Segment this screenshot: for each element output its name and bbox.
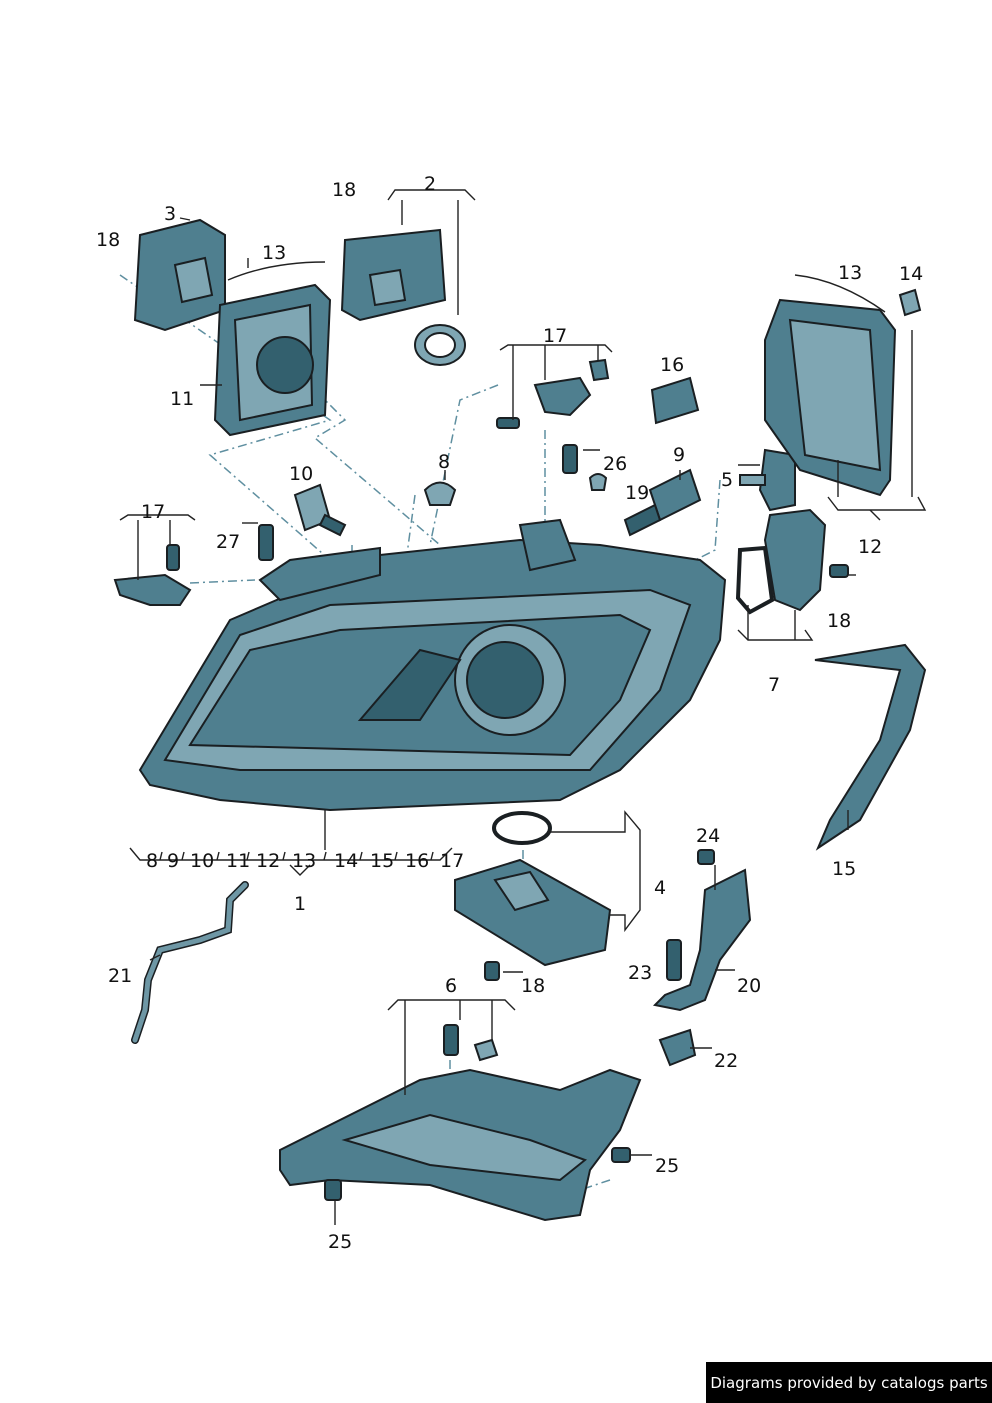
group-list-item: 8 bbox=[146, 850, 158, 872]
bolt-27 bbox=[258, 524, 274, 561]
callout-27: 27 bbox=[216, 531, 240, 553]
bulb-10 bbox=[293, 483, 347, 537]
callout-6: 6 bbox=[445, 975, 457, 997]
group-list-separators bbox=[159, 851, 434, 861]
callout-9: 9 bbox=[673, 444, 685, 466]
bulb-8 bbox=[423, 481, 457, 506]
callout-7: 7 bbox=[768, 674, 780, 696]
callout-24: 24 bbox=[696, 825, 720, 847]
gasket-7 bbox=[735, 545, 775, 615]
callout-19: 19 bbox=[625, 482, 649, 504]
leader-lines bbox=[119, 189, 927, 1225]
group-list-item: 13 bbox=[292, 850, 316, 872]
callout-12: 12 bbox=[858, 536, 882, 558]
group-list-item: 10 bbox=[190, 850, 214, 872]
callout-4: 4 bbox=[654, 877, 666, 899]
callout-26: 26 bbox=[603, 453, 627, 475]
cap-19 bbox=[588, 473, 608, 491]
callout-18-c: 18 bbox=[827, 610, 851, 632]
callout-22: 22 bbox=[714, 1050, 738, 1072]
group-list-item: 12 bbox=[256, 850, 280, 872]
headlamp-housing bbox=[138, 518, 727, 812]
bulb-5 bbox=[739, 448, 796, 512]
bolt-25-right bbox=[611, 1147, 631, 1163]
callout-23: 23 bbox=[628, 962, 652, 984]
callout-13-a: 13 bbox=[262, 242, 286, 264]
lamp-cover-12 bbox=[763, 508, 827, 612]
callout-20: 20 bbox=[737, 975, 761, 997]
callout-13-b: 13 bbox=[838, 262, 862, 284]
trim-strip-15 bbox=[814, 643, 927, 851]
frame-11 bbox=[213, 283, 332, 437]
bracket-17-left bbox=[113, 544, 192, 606]
callout-25-b: 25 bbox=[328, 1231, 352, 1253]
retaining-spring-13-right bbox=[794, 274, 886, 313]
hose-21-inner bbox=[132, 882, 248, 1043]
retaining-spring-13 bbox=[227, 261, 326, 281]
callout-25-a: 25 bbox=[655, 1155, 679, 1177]
bracket-20 bbox=[652, 868, 752, 1012]
ballast-unit-3 bbox=[133, 218, 226, 332]
group-list-item: 17 bbox=[440, 850, 464, 872]
callout-15: 15 bbox=[832, 858, 856, 880]
callout-14: 14 bbox=[899, 263, 923, 285]
group-list-item: 15 bbox=[370, 850, 394, 872]
control-module-16 bbox=[650, 376, 700, 425]
group-list-item: 11 bbox=[226, 850, 250, 872]
bracket-17-top bbox=[496, 358, 610, 429]
control-unit-4 bbox=[454, 811, 612, 981]
rear-cover bbox=[764, 298, 897, 497]
screw-18-right bbox=[829, 564, 849, 578]
clip-nut-22 bbox=[658, 1028, 697, 1067]
lower-bracket-6 bbox=[279, 1024, 642, 1222]
bolt-26 bbox=[562, 444, 578, 474]
callout-18-a: 18 bbox=[332, 179, 356, 201]
callout-16: 16 bbox=[660, 354, 684, 376]
bolt-23 bbox=[666, 939, 682, 981]
ballast-unit-2 bbox=[340, 228, 466, 366]
callout-labels: 2 18 3 18 13 11 17 16 13 14 26 19 9 5 10… bbox=[96, 173, 923, 1253]
callout-21: 21 bbox=[108, 965, 132, 987]
callout-17-b: 17 bbox=[141, 501, 165, 523]
group-list: 8 9 10 11 12 13 14 15 16 17 bbox=[146, 850, 464, 872]
callout-5: 5 bbox=[721, 469, 733, 491]
group-list-item: 16 bbox=[405, 850, 429, 872]
callout-1: 1 bbox=[294, 893, 306, 915]
footer-credit: Diagrams provided by catalogs parts bbox=[706, 1362, 992, 1403]
callout-10: 10 bbox=[289, 463, 313, 485]
group-list-item: 9 bbox=[167, 850, 179, 872]
group-list-item: 14 bbox=[334, 850, 358, 872]
callout-17-a: 17 bbox=[543, 325, 567, 347]
bolt-25-lower bbox=[324, 1179, 342, 1201]
bulb-holder-9 bbox=[623, 468, 702, 537]
callout-11: 11 bbox=[170, 388, 194, 410]
callout-18-b: 18 bbox=[96, 229, 120, 251]
callout-3: 3 bbox=[164, 203, 176, 225]
cover-seal-14 bbox=[898, 288, 922, 317]
callout-2: 2 bbox=[424, 173, 436, 195]
callout-8: 8 bbox=[438, 451, 450, 473]
bolt-24 bbox=[697, 849, 715, 865]
callout-18-d: 18 bbox=[521, 975, 545, 997]
